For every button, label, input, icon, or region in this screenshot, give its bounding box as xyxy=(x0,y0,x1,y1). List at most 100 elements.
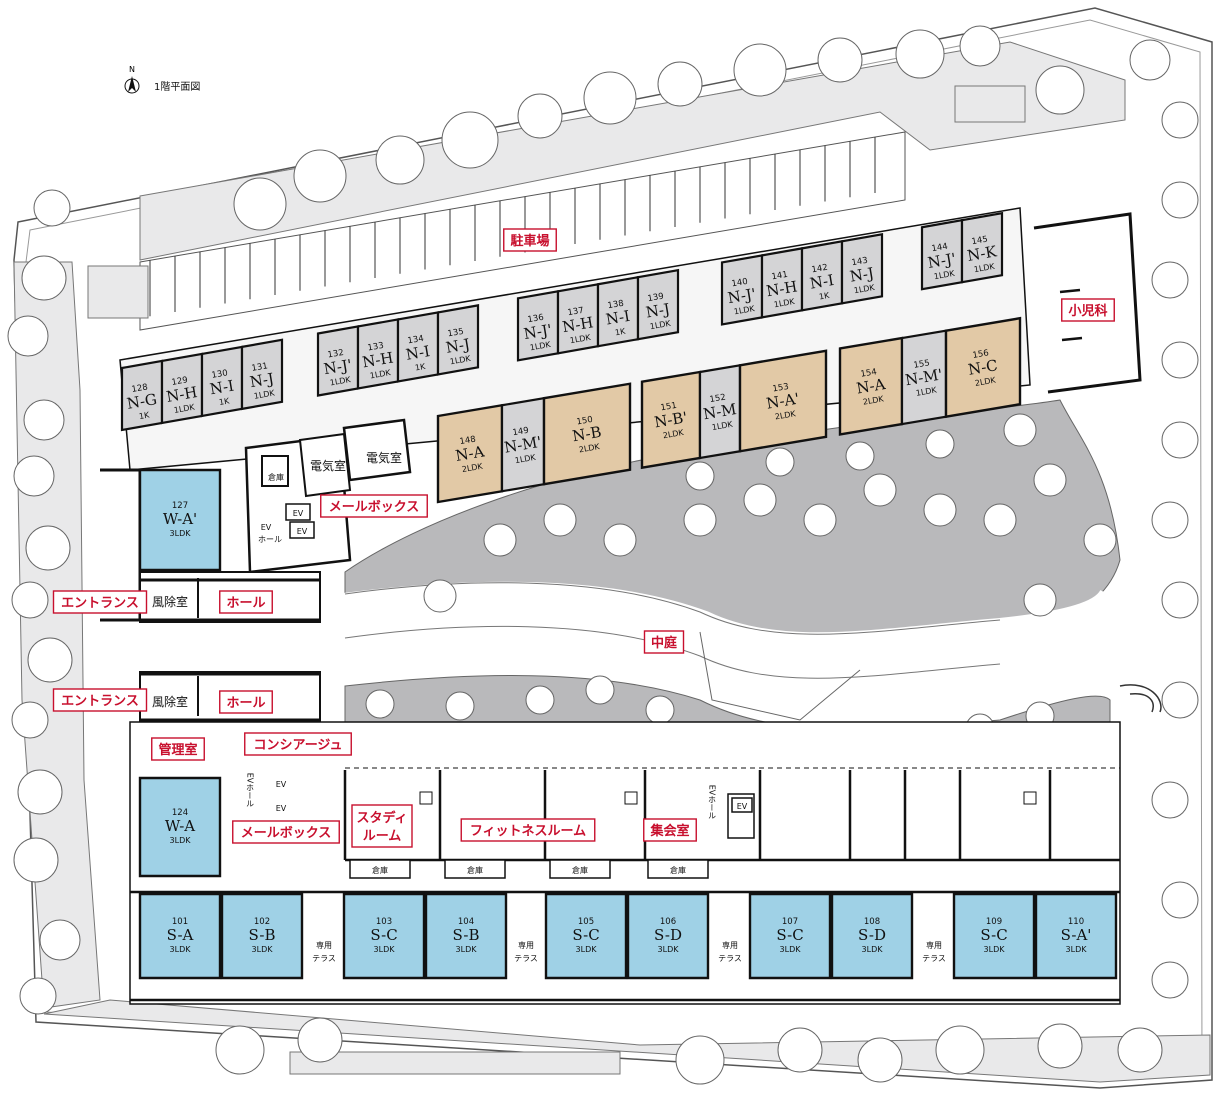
unit-number: 107 xyxy=(782,917,798,927)
tree-3 xyxy=(23,399,65,441)
unit-type: N-A' xyxy=(765,389,801,412)
north-planting xyxy=(139,41,1126,261)
storage-label-3: 倉庫 xyxy=(572,865,588,875)
unit-number: 129 xyxy=(171,375,189,388)
unit-size: 3LDK xyxy=(252,945,274,954)
unit-type: N-J xyxy=(444,335,471,357)
hall-north-label: ホール xyxy=(219,590,273,614)
private-terrace-label-3: 専用 xyxy=(722,940,738,950)
tree-4 xyxy=(13,455,55,497)
pediatrics-label-text: 小児科 xyxy=(1068,303,1107,319)
unit-110-outline xyxy=(1034,892,1118,980)
unit-number: 151 xyxy=(660,401,678,414)
ev-label-south-1: EV xyxy=(276,780,287,789)
unit-type: N-I xyxy=(604,307,631,329)
unit-size: 1LDK xyxy=(973,262,996,274)
unit-number: 138 xyxy=(607,299,625,312)
unit-107-outline xyxy=(748,892,832,980)
tree-44 xyxy=(863,473,897,507)
tree-16 xyxy=(441,111,499,169)
unit-number: 135 xyxy=(447,327,465,340)
unit-size: 1LDK xyxy=(173,402,196,414)
unit-type: N-J' xyxy=(322,356,353,378)
ev-hall-vertical-south: EVホール xyxy=(246,773,255,808)
unit-105-outline xyxy=(544,892,628,980)
unit-type: N-M' xyxy=(503,433,543,457)
ev-label-north-2: EV xyxy=(297,527,308,536)
courtyard-label: 中庭 xyxy=(643,630,685,654)
unit-number: 102 xyxy=(254,917,270,927)
tree-17 xyxy=(517,93,563,139)
mailbox-north-label-text: メールボックス xyxy=(329,499,420,515)
tree-50 xyxy=(685,461,715,491)
concierge-label-text: コンシアージュ xyxy=(253,738,342,753)
unit-number: 108 xyxy=(864,917,880,927)
meeting-label: 集会室 xyxy=(643,818,697,842)
unit-type: N-B' xyxy=(653,408,689,431)
unit-number: 128 xyxy=(131,382,149,395)
unit-number: 103 xyxy=(376,917,392,927)
unit-131-outline xyxy=(240,338,284,411)
unit-type: S-B xyxy=(249,926,276,944)
unit-number: 152 xyxy=(709,393,727,406)
unit-size: 3LDK xyxy=(576,945,598,954)
floor-title: 1階平面図 xyxy=(154,81,200,93)
tree-37 xyxy=(423,579,457,613)
unit-type: S-A xyxy=(167,926,194,944)
unit-number: 133 xyxy=(367,341,385,354)
unit-145-outline xyxy=(960,211,1004,284)
unit-size: 2LDK xyxy=(578,442,601,454)
tree-56 xyxy=(445,691,475,721)
courtyard-path xyxy=(342,581,1140,677)
unit-number: 101 xyxy=(172,917,188,927)
unit-156-outline xyxy=(944,316,1022,419)
unit-type: N-H xyxy=(561,313,595,336)
unit-type: S-B xyxy=(453,926,480,944)
unit-type: N-M xyxy=(702,400,738,423)
tree-58 xyxy=(585,675,615,705)
tree-72 xyxy=(1117,1027,1163,1073)
unit-type: N-J' xyxy=(522,321,553,343)
unit-101-outline xyxy=(138,892,222,980)
pediatrics-label: 小児科 xyxy=(1061,298,1115,322)
unit-type: N-J xyxy=(248,370,275,392)
unit-139-outline xyxy=(636,268,680,341)
mailbox-south-label-text: メールボックス xyxy=(241,825,332,841)
unit-size: 3LDK xyxy=(658,945,680,954)
unit-size: 3LDK xyxy=(984,945,1006,954)
tree-24 xyxy=(1035,65,1085,115)
tree-70 xyxy=(935,1025,985,1075)
tree-46 xyxy=(983,503,1017,537)
unit-number: 141 xyxy=(771,270,789,283)
entrance-north-label: エントランス xyxy=(52,590,148,614)
windbreak-north-label: 風除室 xyxy=(152,594,188,609)
unit-size: 1LDK xyxy=(569,333,592,345)
unit-size: 1LDK xyxy=(733,304,756,316)
unit-number: 155 xyxy=(913,358,931,371)
tree-59 xyxy=(645,695,675,725)
unit-type: N-I xyxy=(208,377,235,399)
unit-153-outline xyxy=(738,349,828,453)
storage-label-north: 倉庫 xyxy=(268,472,284,482)
tree-29 xyxy=(1161,341,1199,379)
tree-33 xyxy=(1161,681,1199,719)
private-terrace-label-1-b: テラス xyxy=(312,954,336,963)
tree-canopies xyxy=(7,25,1199,1085)
unit-number: 106 xyxy=(660,917,676,927)
